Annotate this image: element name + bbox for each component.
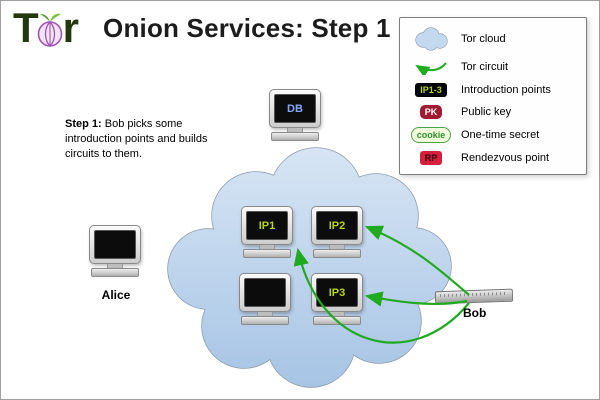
legend-row-tor-circuit: Tor circuit [408,59,578,75]
blank-screen [244,278,286,307]
step-note: Step 1: Bob picks some introduction poin… [65,117,217,163]
ip1-screen-label: IP1 [246,211,288,240]
monitor-icon: DB [269,89,321,128]
legend-row-tor-cloud: Tor cloud [408,27,578,51]
tor-logo-letter-r: r [62,4,79,51]
bob-label: Bob [463,306,487,320]
computer-ip3: IP3 [311,273,363,325]
rendezvous-point-badge: RP [419,151,443,165]
monitor-icon: IP1 [241,206,293,245]
step-note-label: Step 1: [65,118,102,130]
legend-row-one-time-secret: cookie One-time secret [408,127,578,143]
legend-label: Tor circuit [461,61,509,73]
legend-label: Introduction points [461,84,551,96]
cookie-badge: cookie [410,127,452,143]
legend-row-public-key: PK Public key [408,105,578,119]
computer-ip2: IP2 [311,206,363,258]
onion-icon [37,13,62,47]
header: T r Onion Services: Step 1 [13,7,391,49]
db-screen-label: DB [274,94,316,123]
monitor-icon [239,273,291,312]
alice-label: Alice [101,288,131,302]
tor-circuit-icon [408,59,454,75]
introduction-points-badge: IP1-3 [415,83,447,97]
tor-cloud-icon [408,27,454,51]
legend-label: Tor cloud [461,33,506,45]
tor-logo: T r [13,4,79,51]
monitor-icon [89,225,141,264]
alice-screen [94,230,136,259]
legend-label: Rendezvous point [461,152,550,164]
computer-alice [89,225,141,277]
legend-row-introduction-points: IP1-3 Introduction points [408,83,578,97]
ip2-screen-label: IP2 [316,211,358,240]
computer-ip1: IP1 [241,206,293,258]
legend: Tor cloud Tor circuit IP1-3 Introduction… [399,17,587,175]
legend-label: Public key [461,106,512,118]
monitor-icon: IP2 [311,206,363,245]
legend-label: One-time secret [461,129,540,141]
ip3-screen-label: IP3 [316,278,358,307]
tor-circuit-arrow-bob-ip2 [364,225,470,296]
computer-blank [239,273,291,325]
step-note-text: Bob picks some introduction points and b… [65,118,208,161]
computer-db: DB [269,89,321,141]
legend-row-rendezvous-point: RP Rendezvous point [408,151,578,165]
bob-laptop [434,288,514,305]
public-key-badge: PK [419,105,443,119]
tor-logo-letter-t: T [13,4,39,51]
page-title: Onion Services: Step 1 [103,12,391,43]
monitor-icon: IP3 [311,273,363,312]
